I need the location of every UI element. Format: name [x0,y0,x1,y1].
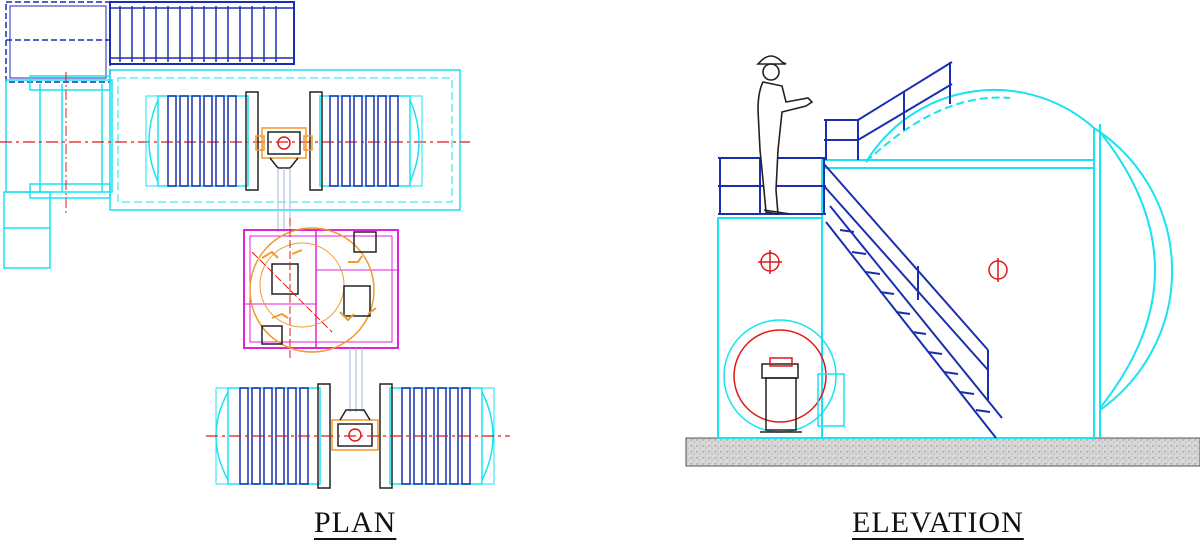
plan-drum-upper-right [309,91,423,191]
plan-view [0,1,510,489]
plan-upper-frame [0,69,470,211]
housing [717,159,1095,439]
fan-wheel [723,319,845,433]
ground-slab [685,437,1200,467]
elevation-view [685,55,1200,467]
plan-coupling-upper [255,127,313,169]
staircase [823,163,1003,439]
plan-shaft-lower [349,348,363,412]
plan-left-ducting [3,72,113,269]
worker-figure [756,55,814,215]
plan-caption: PLAN [314,506,397,539]
plan-gearbox [243,218,399,360]
plan-shaft-upper [277,168,291,232]
elevation-caption: ELEVATION [852,506,1024,539]
inspection-ports [758,250,1008,282]
drum-top-railing [824,61,953,160]
walkway-grating [110,6,294,62]
plan-top-structure [5,1,295,83]
plan-coupling-lower [331,409,379,451]
plan-drum-upper-left [145,91,259,191]
